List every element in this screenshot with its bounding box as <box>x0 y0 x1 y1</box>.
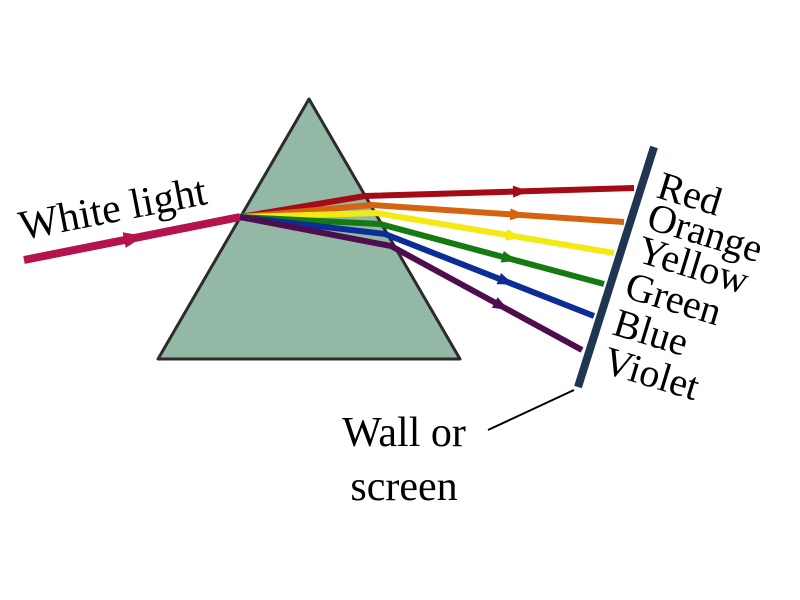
yellow-ray <box>239 210 615 256</box>
red-ray <box>239 185 635 220</box>
screen-leader-line <box>487 389 575 431</box>
orange-ray-arrowhead <box>509 208 527 221</box>
red-ray-arrowhead <box>512 185 530 198</box>
green-ray-arrowhead <box>500 250 518 263</box>
white-light-label: White light <box>15 168 211 249</box>
yellow-ray-arrowhead <box>505 228 522 241</box>
white-light-arrowhead <box>122 232 144 248</box>
violet-ray <box>239 214 584 353</box>
screen-label-line2: screen <box>350 464 457 510</box>
blue-ray <box>239 214 596 319</box>
violet-ray-arrowhead <box>491 297 509 311</box>
green-ray <box>239 214 605 287</box>
screen-label-line1: Wall or <box>342 410 466 456</box>
blue-ray-arrowhead <box>496 273 514 285</box>
screen <box>574 145 658 389</box>
